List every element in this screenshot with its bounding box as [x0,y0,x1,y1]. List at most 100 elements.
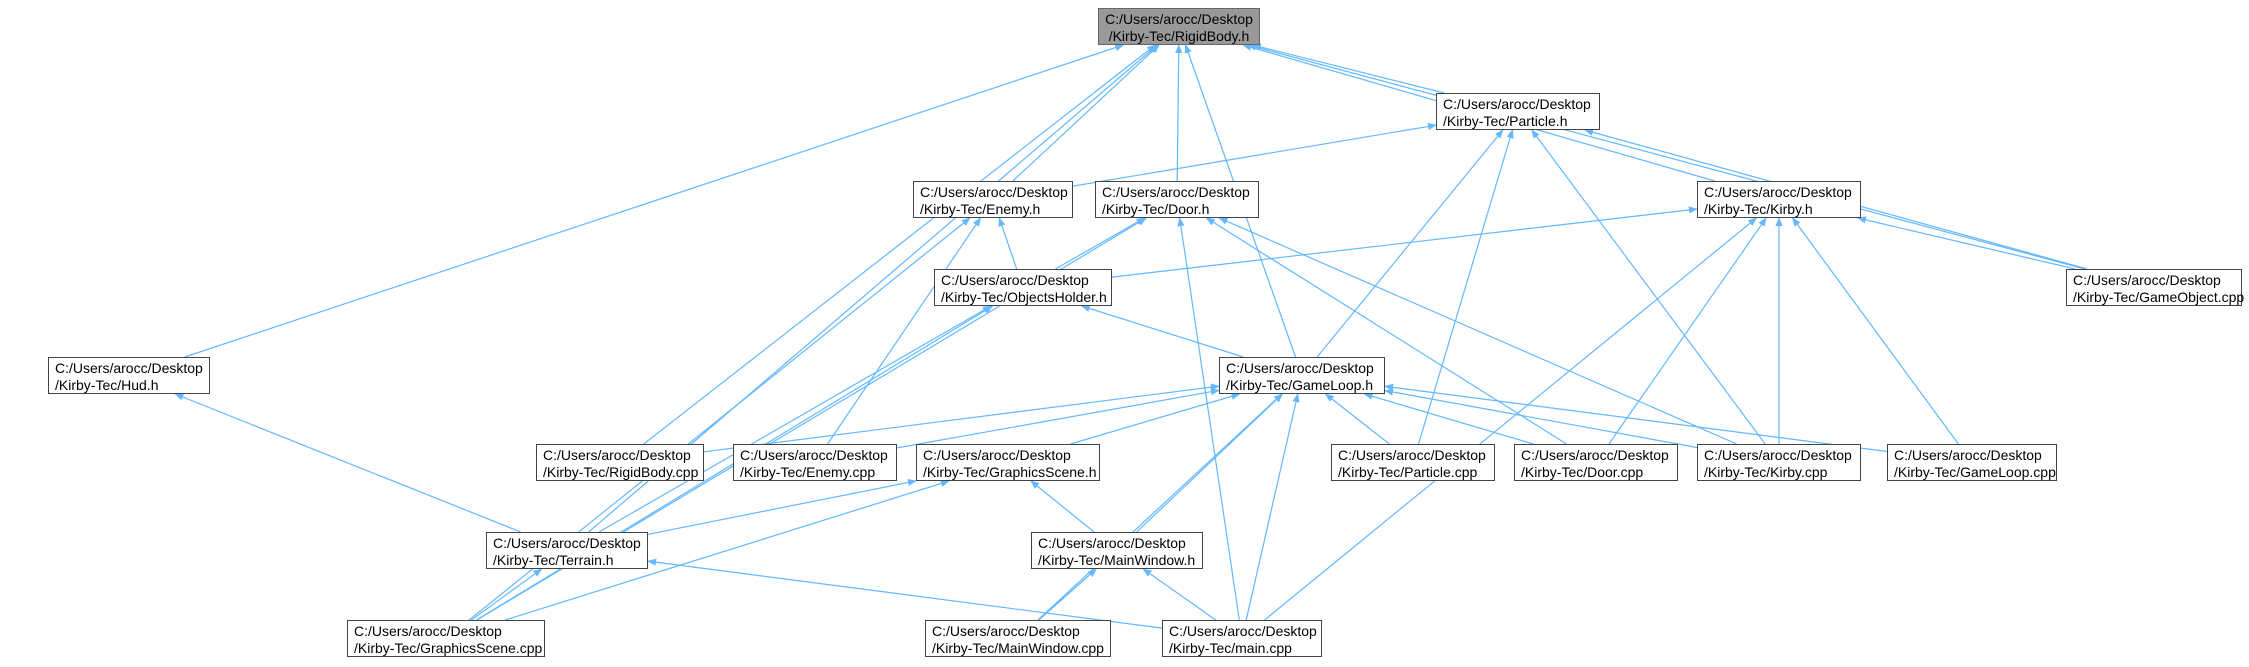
edge-terrain_h-to-objectsholder_h [598,305,992,533]
edge-enemy_h-to-rigidbody_h [1012,44,1160,182]
node-mainwindow-cpp[interactable]: C:/Users/arocc/Desktop /Kirby-Tec/MainWi… [925,620,1111,657]
edge-objectsholder_h-to-door_h [1055,217,1146,270]
node-main-cpp-line1: C:/Users/arocc/Desktop [1169,623,1317,639]
node-rigidbody-cpp-line2: /Kirby-Tec/RigidBody.cpp [543,464,699,480]
node-gameloop-h[interactable]: C:/Users/arocc/Desktop /Kirby-Tec/GameLo… [1219,357,1385,394]
node-rigidbody-h-line2: /Kirby-Tec/RigidBody.h [1108,28,1250,44]
node-graphicsscene-cpp[interactable]: C:/Users/arocc/Desktop /Kirby-Tec/Graphi… [347,620,545,657]
node-rigidbody-h-line1: C:/Users/arocc/Desktop [1105,11,1253,27]
node-rigidbody-cpp-line1: C:/Users/arocc/Desktop [543,447,691,463]
edge-kirby_cpp-to-door_h [1218,217,1737,445]
node-enemy-cpp-line1: C:/Users/arocc/Desktop [740,447,888,463]
node-particle-h[interactable]: C:/Users/arocc/Desktop /Kirby-Tec/Partic… [1436,93,1600,130]
node-gameobject-cpp[interactable]: C:/Users/arocc/Desktop /Kirby-Tec/GameOb… [2066,269,2245,306]
edge-enemy_h-to-particle_h [1072,122,1437,187]
edge-rigidbody_cpp-to-rigidbody_h [643,44,1157,445]
edge-main_cpp-to-mainwindow_h [1142,568,1217,621]
node-enemy-h[interactable]: C:/Users/arocc/Desktop /Kirby-Tec/Enemy.… [913,181,1073,218]
edge-particle_cpp-to-gameloop_h [1324,393,1390,445]
node-particle-h-line1: C:/Users/arocc/Desktop [1443,96,1591,112]
edge-graphicsscene_h-to-gameloop_h [1070,392,1241,445]
node-enemy-h-line1: C:/Users/arocc/Desktop [920,184,1068,200]
node-mainwindow-cpp-line2: /Kirby-Tec/MainWindow.cpp [932,640,1104,656]
edge-door_h-to-rigidbody_h [1175,44,1183,182]
node-objectsholder-h-line2: /Kirby-Tec/ObjectsHolder.h [941,289,1107,305]
node-graphicsscene-h-line2: /Kirby-Tec/GraphicsScene.h [923,464,1097,480]
node-gameloop-cpp[interactable]: C:/Users/arocc/Desktop /Kirby-Tec/GameLo… [1887,444,2057,481]
node-objectsholder-h[interactable]: C:/Users/arocc/Desktop /Kirby-Tec/Object… [934,269,1112,306]
node-mainwindow-h-line2: /Kirby-Tec/MainWindow.h [1038,552,1196,568]
edge-door_cpp-to-kirby_h [1608,217,1767,445]
node-door-h-line1: C:/Users/arocc/Desktop [1102,184,1250,200]
edge-kirby_cpp-to-particle_h [1531,129,1766,445]
node-door-h-line2: /Kirby-Tec/Door.h [1102,201,1210,217]
edge-objectsholder_h-to-kirby_h [1111,206,1698,278]
node-enemy-cpp-line2: /Kirby-Tec/Enemy.cpp [740,464,876,480]
node-gameloop-h-line2: /Kirby-Tec/GameLoop.h [1226,377,1374,393]
edge-gameobject_cpp-to-kirby_h [1856,216,2076,270]
node-main-cpp-line2: /Kirby-Tec/main.cpp [1169,640,1292,656]
node-enemy-cpp[interactable]: C:/Users/arocc/Desktop /Kirby-Tec/Enemy.… [733,444,897,481]
edge-mainwindow_h-to-gameloop_h [1136,393,1284,533]
node-rigidbody-h[interactable]: C:/Users/arocc/Desktop /Kirby-Tec/RigidB… [1098,8,1260,45]
node-gameloop-cpp-line1: C:/Users/arocc/Desktop [1894,447,2042,463]
node-kirby-cpp-line2: /Kirby-Tec/Kirby.cpp [1704,464,1828,480]
edge-gameloop_cpp-to-gameloop_h [1384,383,1888,453]
node-kirby-h-line1: C:/Users/arocc/Desktop [1704,184,1852,200]
node-terrain-h[interactable]: C:/Users/arocc/Desktop /Kirby-Tec/Terrai… [486,532,648,569]
node-gameobject-cpp-line2: /Kirby-Tec/GameObject.cpp [2073,289,2245,305]
node-kirby-h[interactable]: C:/Users/arocc/Desktop /Kirby-Tec/Kirby.… [1697,181,1861,218]
node-objectsholder-h-line1: C:/Users/arocc/Desktop [941,272,1089,288]
edge-enemy_cpp-to-gameloop_h [896,388,1220,449]
node-mainwindow-h-line1: C:/Users/arocc/Desktop [1038,535,1186,551]
edge-particle_h-to-rigidbody_h [1251,43,1445,94]
node-mainwindow-h[interactable]: C:/Users/arocc/Desktop /Kirby-Tec/MainWi… [1031,532,1203,569]
node-hud-h[interactable]: C:/Users/arocc/Desktop /Kirby-Tec/Hud.h [48,357,210,394]
node-graphicsscene-h-line1: C:/Users/arocc/Desktop [923,447,1071,463]
node-particle-cpp-line1: C:/Users/arocc/Desktop [1338,447,1486,463]
node-door-h[interactable]: C:/Users/arocc/Desktop /Kirby-Tec/Door.h [1095,181,1259,218]
edge-gameobject_cpp-to-rigidbody_h [1247,43,2086,270]
edge-graphicsscene_cpp-to-graphicsscene_h [504,479,950,621]
edge-rigidbody_cpp-to-gameloop_h [703,383,1220,453]
edge-objectsholder_h-to-enemy_h [998,217,1018,270]
edge-particle_cpp-to-particle_h [1417,129,1514,445]
node-gameloop-cpp-line2: /Kirby-Tec/GameLoop.cpp [1894,464,2056,480]
node-gameloop-h-line1: C:/Users/arocc/Desktop [1226,360,1374,376]
node-enemy-h-line2: /Kirby-Tec/Enemy.h [920,201,1041,217]
node-door-cpp[interactable]: C:/Users/arocc/Desktop /Kirby-Tec/Door.c… [1514,444,1678,481]
edge-main_cpp-to-kirby_h [1264,217,1758,621]
edge-terrain_h-to-hud_h [174,393,521,533]
node-graphicsscene-cpp-line1: C:/Users/arocc/Desktop [354,623,502,639]
edge-door_cpp-to-door_h [1205,217,1567,445]
node-kirby-h-line2: /Kirby-Tec/Kirby.h [1704,201,1813,217]
edge-hud_h-to-rigidbody_h [184,44,1125,358]
node-terrain-h-line2: /Kirby-Tec/Terrain.h [493,552,614,568]
edge-mainwindow_h-to-graphicsscene_h [1030,480,1095,533]
edge-graphicsscene_cpp-to-terrain_h [471,568,543,621]
node-door-cpp-line1: C:/Users/arocc/Desktop [1521,447,1669,463]
node-graphicsscene-h[interactable]: C:/Users/arocc/Desktop /Kirby-Tec/Graphi… [916,444,1100,481]
node-kirby-cpp-line1: C:/Users/arocc/Desktop [1704,447,1852,463]
edge-main_cpp-to-terrain_h [647,558,1163,629]
edge-mainwindow_cpp-to-gameloop_h [1037,393,1283,621]
edge-main_cpp-to-door_h [1177,217,1240,621]
edge-enemy_cpp-to-enemy_h [827,217,982,445]
edge-terrain_h-to-graphicsscene_h [647,478,917,535]
node-terrain-h-line1: C:/Users/arocc/Desktop [493,535,641,551]
node-rigidbody-cpp[interactable]: C:/Users/arocc/Desktop /Kirby-Tec/RigidB… [536,444,704,481]
edge-kirby_cpp-to-gameloop_h [1384,388,1698,449]
node-main-cpp[interactable]: C:/Users/arocc/Desktop /Kirby-Tec/main.c… [1162,620,1322,657]
node-particle-cpp[interactable]: C:/Users/arocc/Desktop /Kirby-Tec/Partic… [1331,444,1495,481]
edge-gameloop_cpp-to-kirby_h [1792,217,1959,445]
node-particle-cpp-line2: /Kirby-Tec/Particle.cpp [1338,464,1478,480]
edge-mainwindow_cpp-to-mainwindow_h [1038,568,1097,621]
node-particle-h-line2: /Kirby-Tec/Particle.h [1443,113,1568,129]
node-kirby-cpp[interactable]: C:/Users/arocc/Desktop /Kirby-Tec/Kirby.… [1697,444,1861,481]
edge-gameloop_h-to-objectsholder_h [1080,305,1244,358]
edge-main_cpp-to-gameloop_h [1245,393,1300,621]
edge-gameloop_h-to-particle_h [1316,129,1504,358]
node-door-cpp-line2: /Kirby-Tec/Door.cpp [1521,464,1644,480]
node-hud-h-line1: C:/Users/arocc/Desktop [55,360,203,376]
